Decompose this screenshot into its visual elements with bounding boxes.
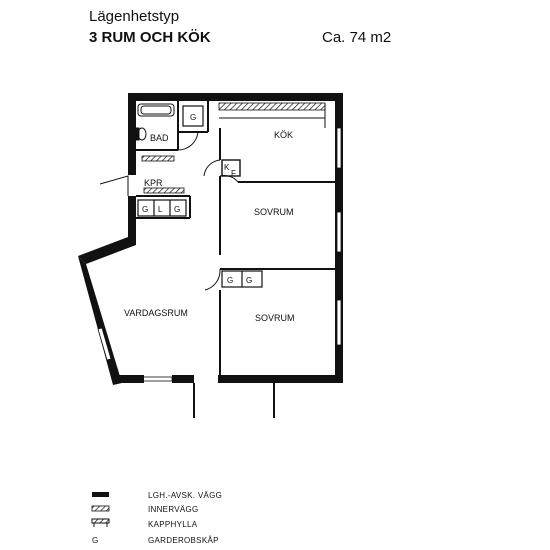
room-label-bath: BAD [150,133,169,143]
door-bedroom-2 [204,268,221,291]
outer-wall-living-angle-top [78,237,136,264]
fixture-kf-box [221,159,241,177]
room-label-kitchen: KÖK [274,130,293,140]
legend-symbol-inner-wall [91,505,110,512]
hall-shelf-hatch [141,155,175,162]
legend-symbol-outer-wall [92,492,109,497]
wardrobe-mark-bedroom-1: G [227,276,233,285]
door-bedroom-1 [219,175,239,183]
bath-fixtures [135,103,175,141]
wardrobe-hall-group [137,199,187,217]
outer-wall-bottom-right [218,375,343,383]
wardrobe-mark-hall-2: G [174,205,180,214]
hat-shelf-hatch [143,187,185,194]
wardrobe-mark-hall-1: G [142,205,148,214]
kitchen-fixtures [219,103,326,128]
outer-wall-living-angle-left [78,256,122,385]
wardrobe-bath [182,105,204,127]
exterior-lines [193,383,275,418]
inner-walls [136,101,335,375]
legend-symbol-coat-shelf [91,518,110,527]
room-label-hall: KPR [144,178,163,188]
legend-symbol-wardrobe: G [92,536,99,545]
kitchen-k-mark: K [224,163,230,172]
outer-walls [78,93,343,385]
kitchen-counter-hatch [218,102,326,111]
room-label-bedroom-1: SOVRUM [254,207,294,217]
door-kitchen [203,159,221,177]
window-bedroom-2 [336,299,342,346]
wardrobe-mark-bedroom-2: G [246,276,252,285]
legend: G LGH.-AVSK. VÄGG INNERVÄGG KAPPHYLLA GA… [91,491,222,545]
title-area: Ca. 74 m2 [322,29,392,46]
wardrobe-mark-bath: G [190,113,196,122]
outer-wall-bath-left [128,93,136,175]
window-living-side [97,327,112,361]
window-living-bottom [142,376,173,382]
window-bedroom-1 [336,211,342,253]
bathtub [137,103,175,117]
doors [99,131,239,383]
legend-text-wardrobe: GARDEROBSKÅP [148,536,219,545]
room-label-living: VARDAGSRUM [124,308,188,318]
outer-wall-top [128,93,343,101]
title-apartment-type: Lägenhetstyp [89,8,180,25]
linen-mark-hall: L [158,205,163,214]
legend-text-inner-wall: INNERVÄGG [148,505,199,514]
legend-text-outer-wall: LGH.-AVSK. VÄGG [148,491,222,500]
windows [97,127,342,382]
room-label-bedroom-2: SOVRUM [255,313,295,323]
door-bath [177,131,199,151]
outer-wall-living-bottom-a [113,375,143,383]
wardrobes [137,105,263,288]
outer-wall-hall-left [128,196,136,245]
kitchen-f-mark: F [231,169,236,178]
title-room-count: 3 RUM OCH KÖK [89,29,211,46]
outer-wall-living-bottom-b [172,375,194,383]
legend-text-coat-shelf: KAPPHYLLA [148,520,198,529]
door-entrance [99,175,129,196]
window-kitchen [336,127,342,169]
